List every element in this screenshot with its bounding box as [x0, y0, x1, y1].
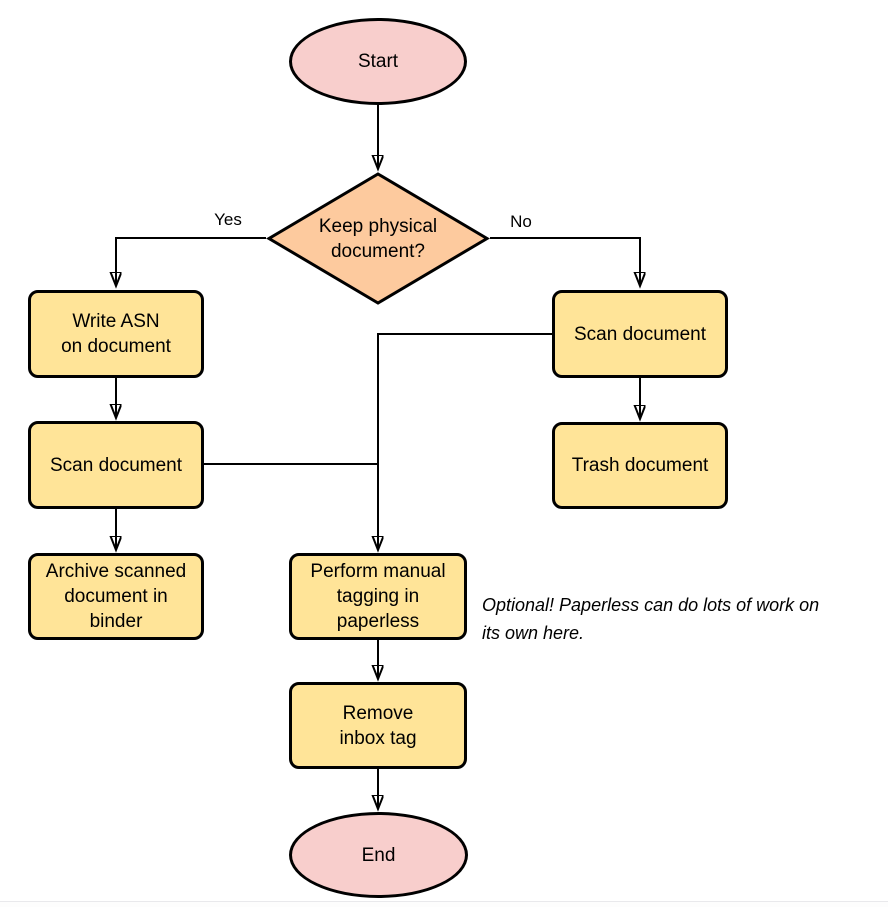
node-archive: Archive scanned document in binder — [28, 553, 204, 640]
annotation: Optional! Paperless can do lots of work … — [482, 595, 820, 643]
node-decision-label: Keep physical document? — [318, 215, 438, 262]
node-write-asn-label: Write ASN on document — [61, 311, 171, 357]
node-remove-inbox-label: Remove inbox tag — [339, 702, 417, 749]
node-remove-inbox: Remove inbox tag — [289, 682, 467, 769]
node-tagging-label: Perform manual tagging in paperless — [310, 561, 446, 632]
edge-scans-to-tagging — [378, 333, 552, 549]
node-start: Start — [289, 18, 467, 105]
node-decision: Keep physical document? — [266, 172, 490, 305]
node-archive-label: Archive scanned document in binder — [45, 561, 187, 632]
node-tagging: Perform manual tagging in paperless — [289, 553, 467, 640]
node-trash-label: Trash document — [571, 455, 709, 476]
diamond-shape — [266, 172, 490, 305]
node-write-asn: Write ASN on document — [28, 290, 204, 378]
node-end-label: End — [361, 844, 396, 866]
node-end: End — [289, 812, 468, 898]
edge-decision-no — [490, 237, 640, 285]
edge-label-yes: Yes — [214, 210, 242, 229]
edge-decision-yes — [116, 237, 266, 285]
node-scan-left-label: Scan document — [49, 454, 183, 476]
page-bottom-edge — [0, 901, 888, 907]
edge-label-no: No — [510, 212, 532, 231]
node-scan-right: Scan document — [552, 290, 728, 378]
node-scan-right-label: Scan document — [573, 323, 707, 345]
node-start-label: Start — [357, 51, 399, 72]
node-trash: Trash document — [552, 422, 728, 509]
node-scan-left: Scan document — [28, 421, 204, 509]
